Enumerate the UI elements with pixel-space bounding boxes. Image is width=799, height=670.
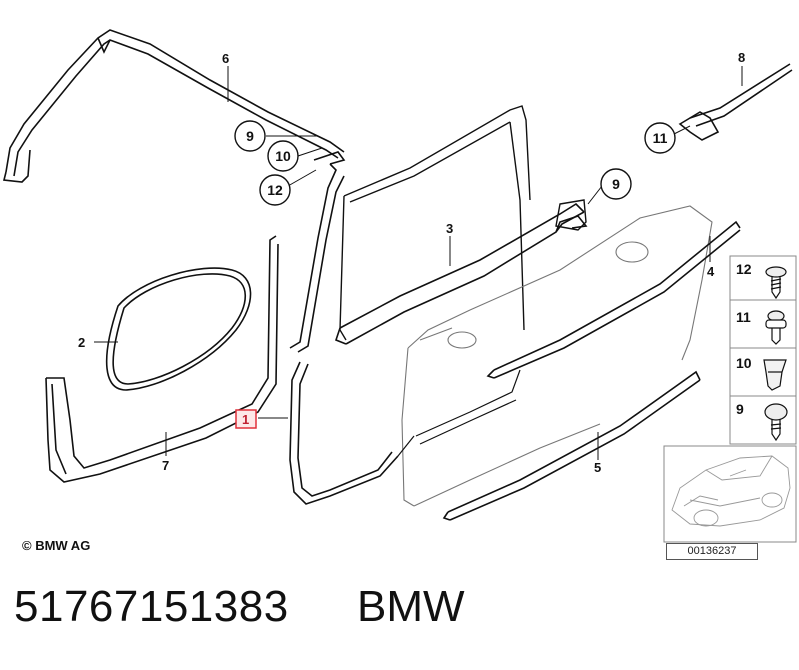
door-seal-part-1 [289, 163, 399, 505]
belt-moulding-strip [486, 220, 741, 379]
copyright-text: © BMW AG [22, 538, 91, 553]
expansion-nut-icon [763, 359, 787, 391]
label-2: 2 [78, 335, 85, 350]
label-5: 5 [594, 460, 601, 475]
brand-name: BMW [357, 582, 465, 631]
fastener-label-11: 11 [736, 309, 751, 325]
circle-label-10: 10 [267, 140, 299, 172]
fastener-label-10: 10 [736, 355, 752, 371]
circle-label-text: 9 [612, 176, 620, 192]
label-1: 1 [242, 412, 249, 427]
circle-label-11: 11 [644, 122, 676, 154]
outer-window-strip [335, 202, 588, 345]
label-3: 3 [446, 221, 453, 236]
highlight-label-1: 1 [235, 409, 257, 429]
circle-label-9-top: 9 [234, 120, 266, 152]
car-thumbnail [663, 445, 797, 543]
circle-label-text: 10 [275, 148, 291, 164]
window-frame-seal [3, 29, 346, 183]
label-4: 4 [707, 264, 715, 279]
fastener-legend: 12 11 10 9 [729, 255, 797, 445]
door-panel [401, 205, 713, 507]
part-number: 51767151383 [14, 582, 289, 631]
circle-label-9-right: 9 [600, 168, 632, 200]
leader-lines [94, 66, 743, 460]
window-channel-strip [678, 63, 793, 141]
circle-label-12: 12 [259, 174, 291, 206]
screw-icon [765, 266, 787, 300]
door-frame [339, 105, 531, 341]
door-end-cap [555, 199, 587, 231]
circle-label-text: 9 [246, 128, 254, 144]
circle-label-text: 11 [653, 130, 668, 146]
label-6: 6 [222, 51, 229, 66]
fastener-label-9: 9 [736, 401, 744, 417]
label-7: 7 [162, 458, 169, 473]
push-pin-icon [764, 403, 788, 442]
fastener-label-12: 12 [736, 261, 752, 277]
oval-door-seal [105, 267, 252, 391]
door-body-lines [397, 369, 521, 457]
clip-icon [765, 310, 787, 345]
lower-trim-strip [442, 370, 701, 521]
label-8: 8 [738, 50, 745, 65]
lower-frame-seal [45, 235, 279, 483]
circle-label-text: 12 [267, 182, 283, 198]
image-code: 00136237 [666, 543, 758, 560]
